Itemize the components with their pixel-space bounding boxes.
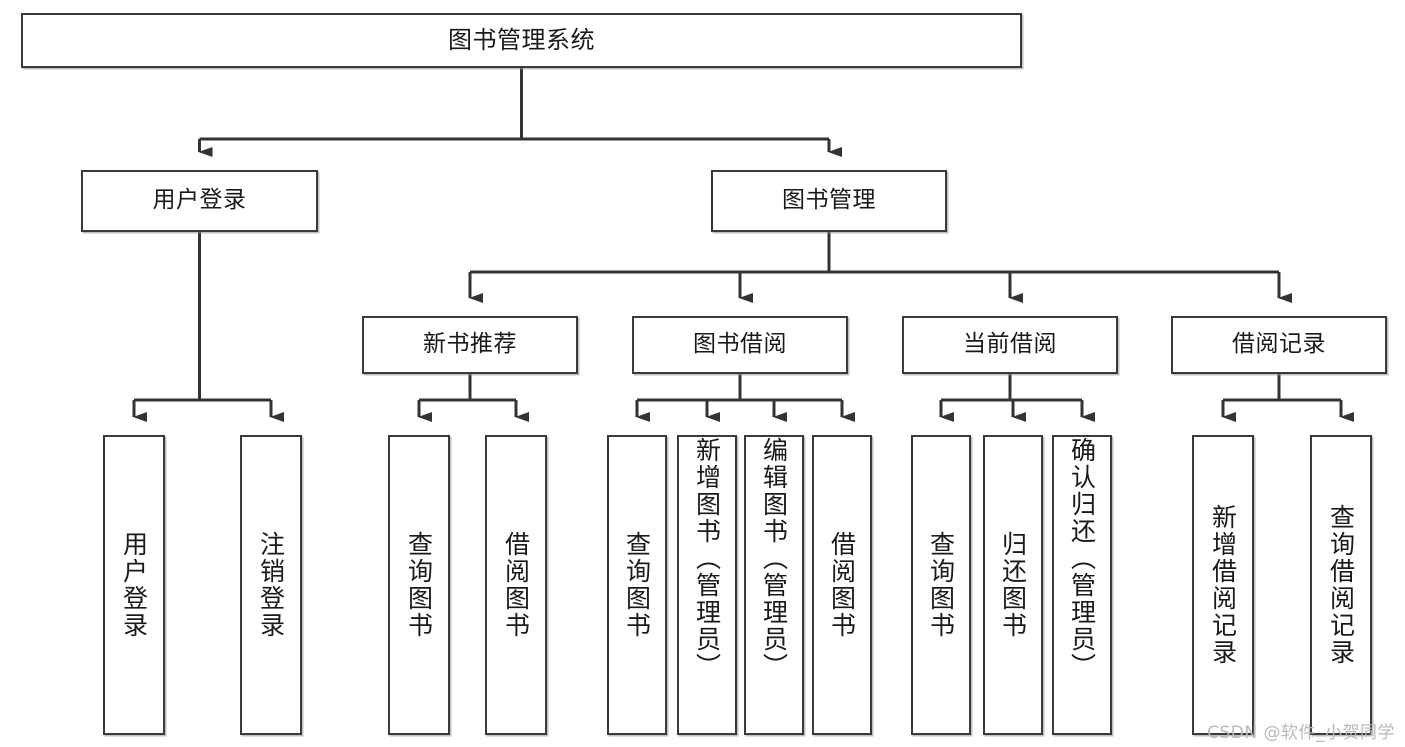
node-leaf-user-logout[interactable]: 注销登录 [240, 435, 302, 735]
node-leaf-borrow-book-2-label: 借阅图书 [827, 531, 857, 639]
node-leaf-edit-book-admin[interactable]: 编辑图书（管理员） [744, 435, 804, 735]
node-user-login-label: 用户登录 [152, 187, 247, 214]
node-leaf-query-book-3-label: 查询图书 [926, 531, 956, 639]
node-book-manage-label: 图书管理 [782, 187, 876, 214]
node-leaf-return-book[interactable]: 归还图书 [983, 435, 1043, 735]
node-leaf-borrow-book-2[interactable]: 借阅图书 [812, 435, 872, 735]
node-book-borrow-label: 图书借阅 [693, 331, 787, 358]
watermark: CSDN @软件_小贺同学 [1207, 723, 1395, 743]
node-root-label: 图书管理系统 [448, 26, 595, 55]
node-leaf-user-login-label: 用户登录 [119, 531, 149, 639]
node-leaf-return-book-label: 归还图书 [998, 531, 1028, 639]
node-root[interactable]: 图书管理系统 [21, 13, 1022, 68]
node-current-borrow[interactable]: 当前借阅 [902, 316, 1118, 374]
node-leaf-query-book-1-label: 查询图书 [404, 531, 434, 639]
node-leaf-add-book-admin-label: 新增图书（管理员） [692, 437, 722, 680]
node-leaf-add-borrow-record-label: 新增借阅记录 [1208, 504, 1238, 666]
node-leaf-borrow-book-1[interactable]: 借阅图书 [485, 435, 547, 735]
node-leaf-confirm-return-admin-label: 确认归还（管理员） [1067, 437, 1097, 680]
node-new-book-recommend-label: 新书推荐 [423, 331, 517, 358]
node-borrow-record-label: 借阅记录 [1232, 331, 1326, 358]
node-borrow-record[interactable]: 借阅记录 [1171, 316, 1387, 374]
node-leaf-user-logout-label: 注销登录 [256, 531, 286, 639]
node-leaf-confirm-return-admin[interactable]: 确认归还（管理员） [1052, 435, 1112, 735]
node-current-borrow-label: 当前借阅 [963, 331, 1057, 358]
node-leaf-query-book-2-label: 查询图书 [622, 531, 652, 639]
node-user-login[interactable]: 用户登录 [81, 170, 318, 232]
node-leaf-user-login[interactable]: 用户登录 [103, 435, 165, 735]
node-leaf-add-book-admin[interactable]: 新增图书（管理员） [677, 435, 737, 735]
node-leaf-borrow-book-1-label: 借阅图书 [501, 531, 531, 639]
node-leaf-edit-book-admin-label: 编辑图书（管理员） [759, 437, 789, 680]
node-leaf-query-book-1[interactable]: 查询图书 [388, 435, 450, 735]
node-leaf-query-book-2[interactable]: 查询图书 [607, 435, 667, 735]
node-new-book-recommend[interactable]: 新书推荐 [362, 316, 578, 374]
node-book-manage[interactable]: 图书管理 [711, 170, 947, 232]
node-leaf-query-borrow-record-label: 查询借阅记录 [1326, 504, 1356, 666]
node-leaf-add-borrow-record[interactable]: 新增借阅记录 [1192, 435, 1254, 735]
node-leaf-query-borrow-record[interactable]: 查询借阅记录 [1310, 435, 1372, 735]
node-book-borrow[interactable]: 图书借阅 [632, 316, 848, 374]
node-leaf-query-book-3[interactable]: 查询图书 [911, 435, 971, 735]
